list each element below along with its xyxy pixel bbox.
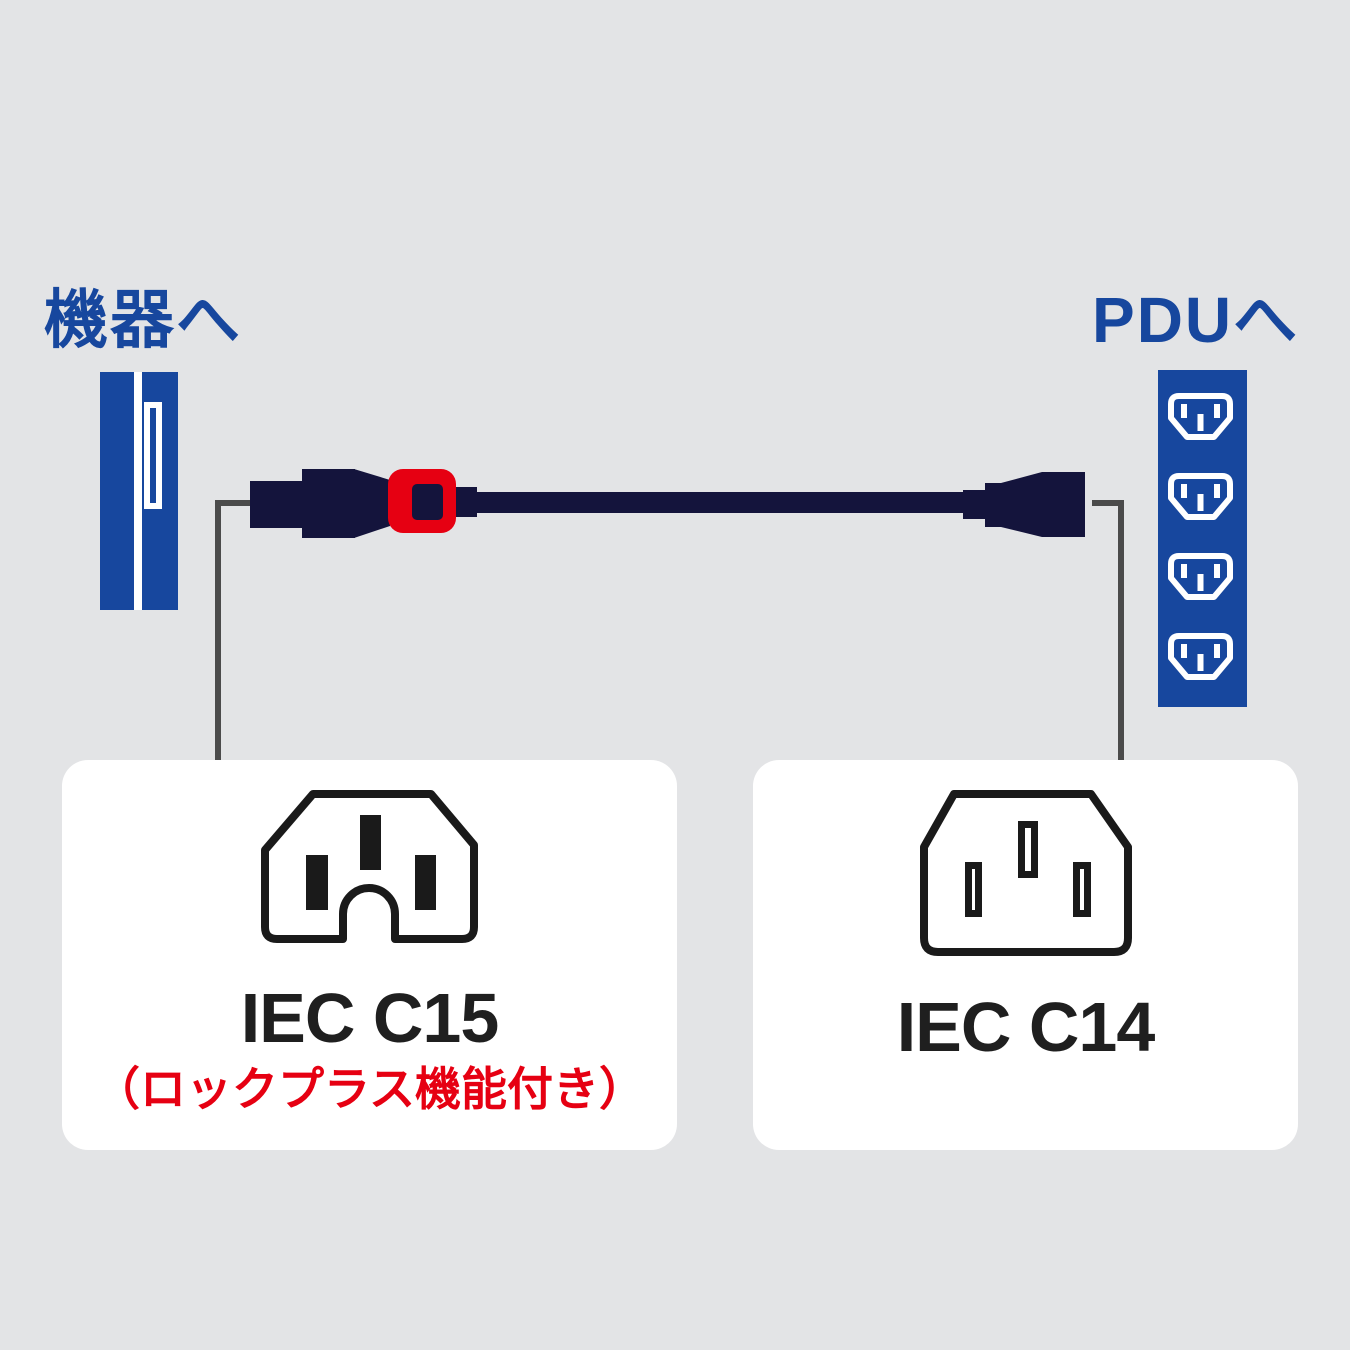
c14-plug-collar <box>963 490 987 519</box>
device-panel <box>100 372 178 610</box>
lock-clip-icon <box>388 469 456 533</box>
device-header-label: 機器へ <box>44 284 242 356</box>
c14-plug-taper <box>1001 472 1042 537</box>
c15-plug <box>250 469 477 538</box>
c14-label: IEC C14 <box>896 988 1156 1066</box>
c14-plug-flange <box>985 483 1002 527</box>
c15-lock-note: （ロックプラス機能付き） <box>93 1063 646 1115</box>
pdu-header-label: PDUへ <box>1092 284 1300 356</box>
left-callout-line <box>215 500 250 764</box>
right-callout-line <box>1092 500 1124 764</box>
iec-c14-face-icon <box>919 790 1132 956</box>
device-panel-seam <box>134 372 142 610</box>
c15-plug-tip <box>250 481 304 528</box>
c15-plug-taper <box>354 469 390 538</box>
pdu-strip <box>1158 370 1247 707</box>
device-inlet-outline <box>144 402 162 509</box>
c15-callout-box: IEC C15 （ロックプラス機能付き） <box>62 760 677 1150</box>
c15-label: IEC C15 <box>240 979 500 1057</box>
c14-plug-body <box>1042 472 1085 537</box>
c14-callout-box: IEC C14 <box>753 760 1298 1150</box>
cable-cord <box>460 492 980 513</box>
c14-plug <box>963 472 1085 537</box>
lock-clip-opening <box>412 484 443 520</box>
iec-c15-face-icon <box>261 790 478 943</box>
power-cable <box>250 469 1085 538</box>
c15-plug-body <box>302 469 355 538</box>
callout-lines <box>215 500 1124 764</box>
c15-boot-step <box>455 487 477 517</box>
